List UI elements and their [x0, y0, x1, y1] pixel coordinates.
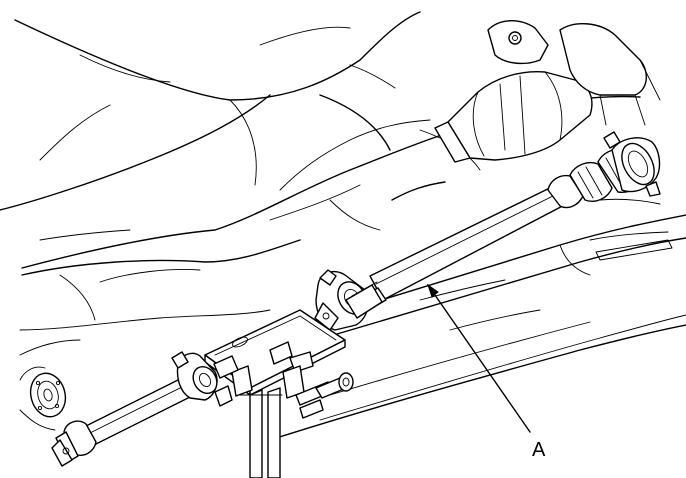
rear-cv-joint: [547, 131, 661, 209]
front-cv-joint: [51, 420, 97, 467]
rear-propeller-shaft: [369, 182, 575, 301]
jack-stand: [231, 365, 333, 478]
mounting-bolt: [315, 372, 354, 399]
middle-universal-joint: [171, 351, 239, 407]
catalytic-converter: [434, 20, 661, 163]
callout-a-leader: [427, 283, 531, 433]
callout-label-a: A: [532, 439, 546, 461]
output-flange: [19, 366, 67, 431]
center-coupling: [345, 281, 383, 319]
